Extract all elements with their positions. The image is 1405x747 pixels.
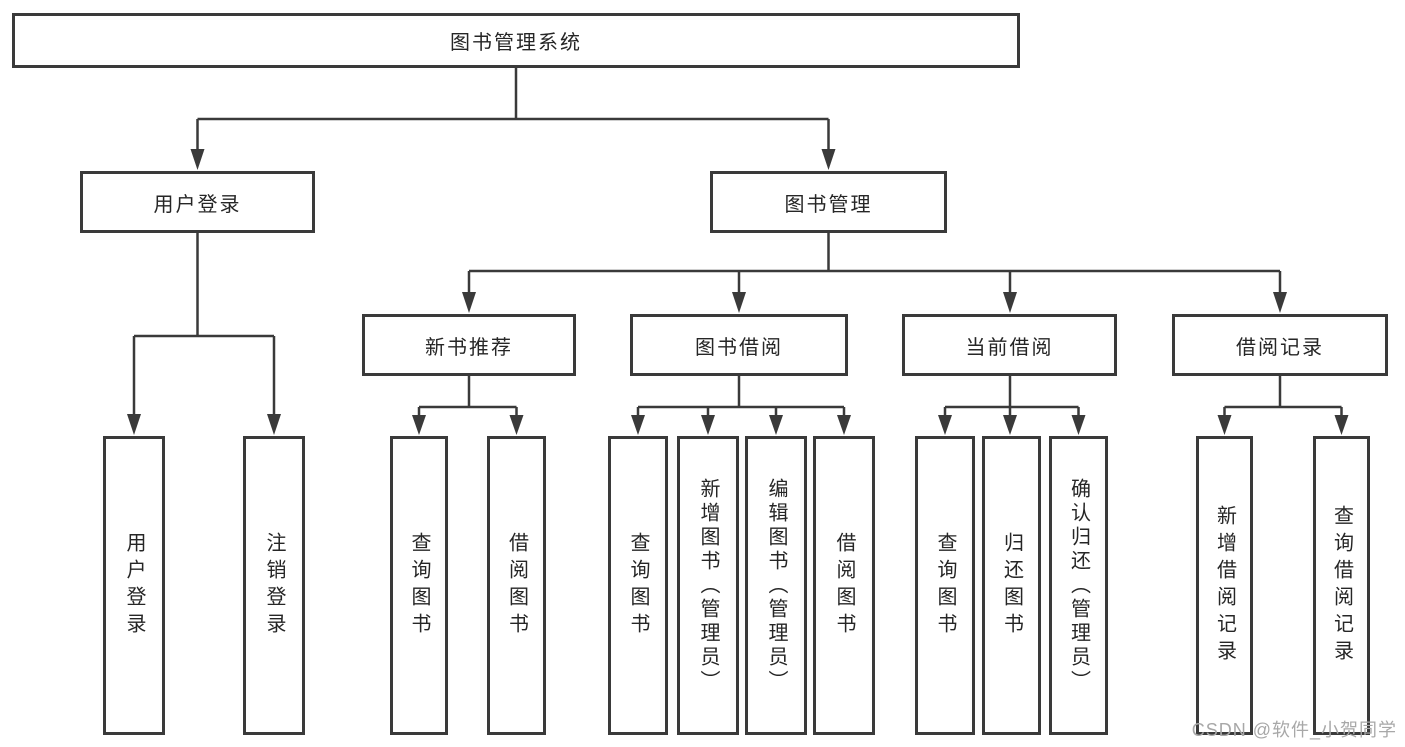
- node-book-borrowing: 图书借阅: [630, 314, 848, 376]
- node-confirm-return-admin: 确认归还（管理员）: [1049, 436, 1108, 735]
- node-new-book-recommend: 新书推荐: [362, 314, 576, 376]
- arrow-down-icon: [509, 415, 524, 435]
- arrow-down-icon: [412, 415, 426, 435]
- arrow-down-icon: [127, 414, 141, 435]
- node-label: 查询图书: [627, 531, 649, 640]
- node-user-login: 用户登录: [80, 171, 315, 233]
- node-label: 编辑图书（管理员）: [765, 477, 787, 694]
- node-label: 查询图书: [934, 531, 956, 640]
- node-label: 用户登录: [153, 193, 242, 216]
- node-label: 图书管理: [784, 193, 873, 216]
- arrow-down-icon: [1003, 415, 1017, 435]
- node-query-borrow-record: 查询借阅记录: [1313, 436, 1370, 735]
- arrow-down-icon: [732, 292, 746, 313]
- node-current-borrowing: 当前借阅: [902, 314, 1117, 376]
- connector-borrow-records-to-children: [1223, 376, 1343, 418]
- node-label: 用户登录: [123, 531, 145, 640]
- arrow-down-icon: [1217, 415, 1232, 435]
- node-label: 借阅记录: [1236, 336, 1324, 359]
- node-label: 借阅图书: [833, 531, 855, 640]
- node-label: 图书借阅: [695, 336, 783, 359]
- connector-current-borrowing-to-children: [943, 376, 1080, 418]
- node-add-books-admin: 新增图书（管理员）: [677, 436, 739, 735]
- csdn-watermark: CSDN @软件_小贺同学: [1191, 720, 1397, 740]
- arrow-down-icon: [837, 415, 851, 435]
- node-label: 图书管理系统: [450, 32, 582, 54]
- node-add-borrow-record: 新增借阅记录: [1196, 436, 1253, 735]
- connector-book-management-to-level3: [467, 233, 1282, 295]
- node-logout-action: 注销登录: [243, 436, 305, 735]
- node-label: 查询借阅记录: [1330, 504, 1353, 667]
- node-book-management: 图书管理: [710, 171, 947, 233]
- arrow-down-icon: [1334, 415, 1349, 435]
- node-query-books-borrowing: 查询图书: [608, 436, 668, 735]
- arrow-down-icon: [462, 292, 476, 313]
- node-label: 归还图书: [1000, 531, 1023, 640]
- arrow-down-icon: [1003, 292, 1017, 313]
- node-query-books-current: 查询图书: [915, 436, 975, 735]
- node-return-books: 归还图书: [982, 436, 1041, 735]
- node-label: 新增借阅记录: [1213, 504, 1236, 667]
- node-borrow-books-recommend: 借阅图书: [487, 436, 546, 735]
- node-library-management-system: 图书管理系统: [12, 13, 1020, 68]
- node-label: 新书推荐: [425, 336, 513, 359]
- node-label: 注销登录: [263, 531, 285, 640]
- node-label: 确认归还（管理员）: [1067, 477, 1090, 694]
- connector-user-login-to-children: [132, 233, 276, 416]
- node-borrow-books-action: 借阅图书: [813, 436, 875, 735]
- node-edit-books-admin: 编辑图书（管理员）: [745, 436, 807, 735]
- node-label: 查询图书: [408, 531, 430, 640]
- arrow-down-icon: [1273, 292, 1287, 313]
- node-user-login-action: 用户登录: [103, 436, 165, 735]
- arrow-down-icon: [938, 415, 952, 435]
- connector-book-borrowing-to-children: [636, 376, 846, 418]
- arrowheads: [127, 149, 1349, 435]
- arrow-down-icon: [701, 415, 715, 435]
- node-label: 当前借阅: [965, 336, 1054, 359]
- arrow-down-icon: [821, 149, 836, 170]
- arrow-down-icon: [267, 414, 281, 435]
- arrow-down-icon: [1071, 415, 1086, 435]
- connector-lines: [132, 68, 1343, 418]
- connector-new-book-recommend-to-children: [417, 376, 518, 418]
- arrow-down-icon: [769, 415, 783, 435]
- node-label: 新增图书（管理员）: [697, 477, 719, 694]
- node-borrow-records: 借阅记录: [1172, 314, 1388, 376]
- arrow-down-icon: [631, 415, 645, 435]
- node-label: 借阅图书: [505, 531, 528, 640]
- arrow-down-icon: [190, 149, 205, 170]
- connector-root-to-level2: [196, 68, 830, 152]
- node-query-books-recommend: 查询图书: [390, 436, 448, 735]
